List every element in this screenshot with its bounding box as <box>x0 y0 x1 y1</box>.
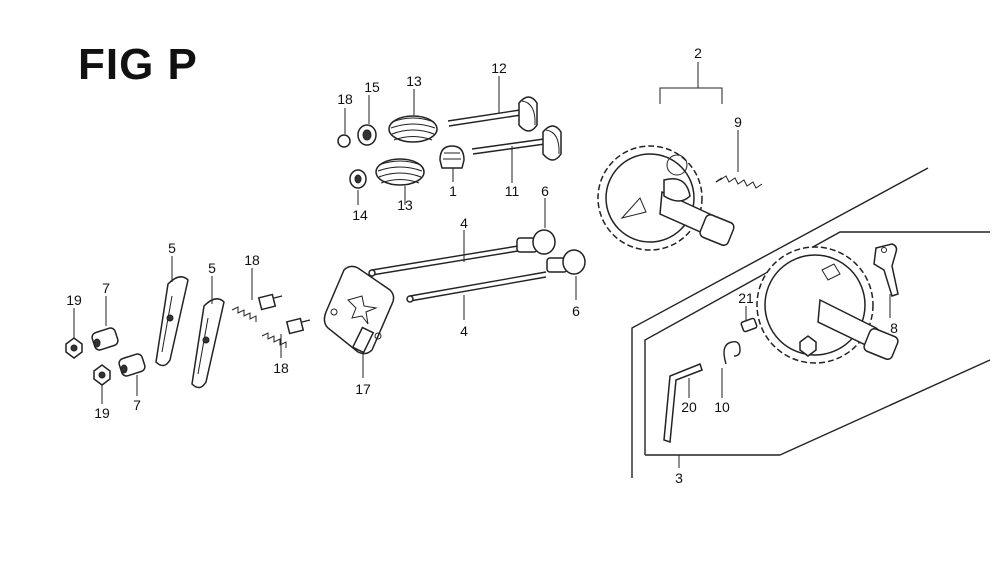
nut-19-lower <box>93 364 111 386</box>
valve-12 <box>447 96 538 132</box>
callout-7: 7 <box>102 280 110 296</box>
spring-retainer-15 <box>357 124 377 146</box>
spring-10 <box>723 340 741 365</box>
callout-3: 3 <box>675 470 683 486</box>
callout-5: 5 <box>208 260 216 276</box>
callout-labels: 18 15 13 12 14 13 1 11 2 9 6 4 6 4 5 5 1… <box>66 45 898 486</box>
callout-18: 18 <box>244 252 260 268</box>
valve-cotter-18 <box>337 134 351 148</box>
pivot-7-upper <box>91 327 119 351</box>
spring-retainer-14 <box>349 169 367 189</box>
callout-6: 6 <box>541 183 549 199</box>
camshaft-gear-2 <box>597 145 735 251</box>
decompressor-arm-8 <box>873 243 899 297</box>
callout-4: 4 <box>460 323 468 339</box>
rocker-arm-5-right <box>191 298 225 389</box>
callout-6: 6 <box>572 303 580 319</box>
callout-18: 18 <box>337 91 353 107</box>
nut-19-upper <box>65 337 83 359</box>
stem-seal-1 <box>439 145 465 169</box>
pivot-7-lower <box>118 353 146 377</box>
tappet-6-lower <box>546 249 586 275</box>
callout-9: 9 <box>734 114 742 130</box>
callout-17: 17 <box>355 381 371 397</box>
callout-14: 14 <box>352 207 368 223</box>
tappet-6-upper <box>516 229 556 255</box>
callout-7: 7 <box>133 397 141 413</box>
callout-19: 19 <box>94 405 110 421</box>
figure-title: FIG P <box>78 40 198 89</box>
callout-12: 12 <box>491 60 507 76</box>
guide-plate-17 <box>323 265 395 355</box>
camshaft-gear-inset <box>756 246 899 364</box>
callout-2: 2 <box>694 45 702 61</box>
callout-8: 8 <box>890 320 898 336</box>
callout-11: 11 <box>505 183 520 199</box>
valve-spring-13-upper <box>388 115 438 143</box>
callout-13: 13 <box>406 73 422 89</box>
pivot-bolt-18-upper <box>231 293 283 322</box>
callout-18: 18 <box>273 360 289 376</box>
inset-frame <box>631 167 991 478</box>
callout-21: 21 <box>738 290 754 306</box>
leader-lines <box>73 62 891 468</box>
callout-5: 5 <box>168 240 176 256</box>
callout-10: 10 <box>714 399 730 415</box>
callout-20: 20 <box>681 399 697 415</box>
rocker-arm-5-left <box>155 276 189 367</box>
callout-13: 13 <box>397 197 413 213</box>
push-rod-4-upper <box>368 245 519 277</box>
weight-21 <box>740 317 758 333</box>
callout-19: 19 <box>66 292 82 308</box>
callout-1: 1 <box>449 183 457 199</box>
push-rod-4-lower <box>406 271 547 303</box>
callout-15: 15 <box>364 79 380 95</box>
pivot-bolt-18-lower <box>261 317 311 348</box>
spring-9 <box>715 175 763 189</box>
valve-11 <box>471 125 562 161</box>
callout-4: 4 <box>460 215 468 231</box>
pin-20 <box>663 363 703 444</box>
valve-spring-13-lower <box>375 158 425 186</box>
